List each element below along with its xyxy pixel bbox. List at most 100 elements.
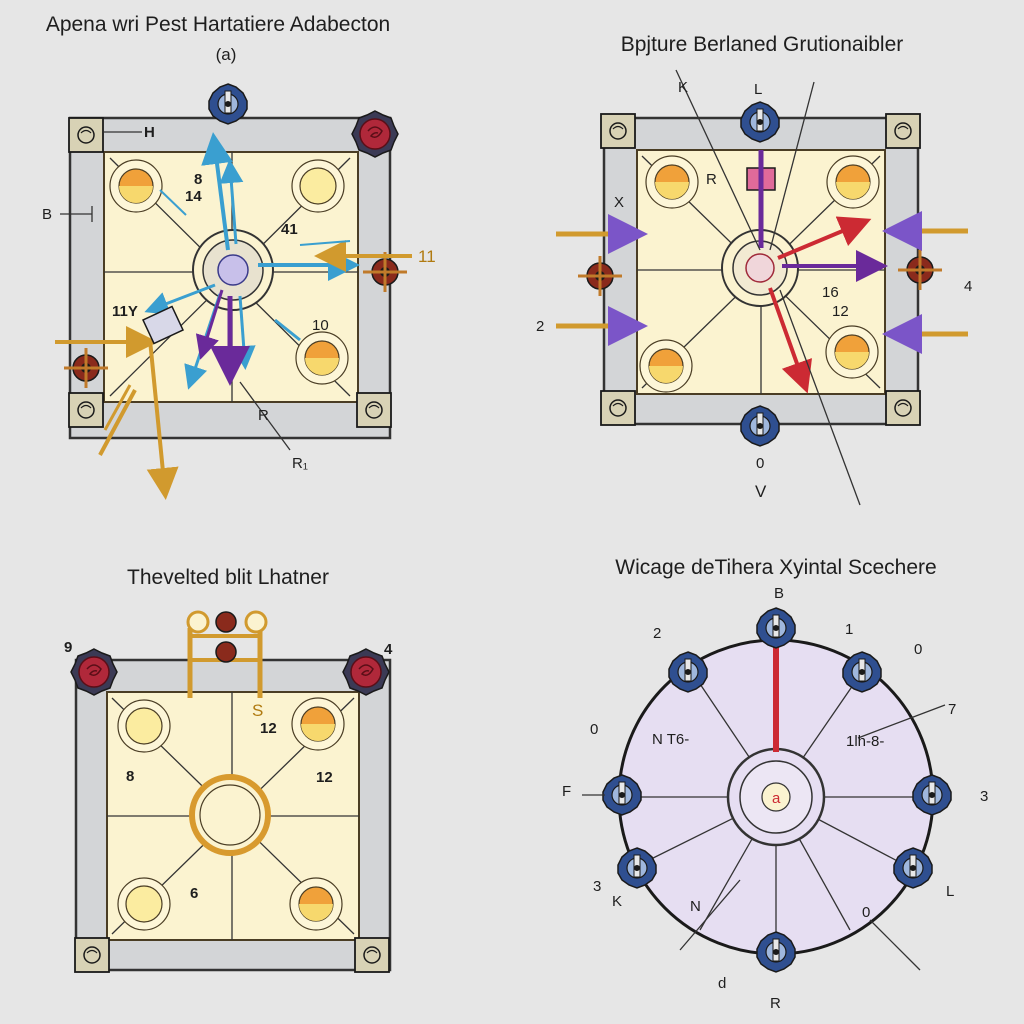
arrow (219, 159, 244, 245)
panel-b-label: 0 (756, 455, 764, 472)
panel-b-label: L (754, 81, 762, 98)
panel-c-label: 9 (64, 639, 72, 656)
arrow (768, 287, 812, 394)
gear-icon (756, 607, 796, 649)
panel-d-label: K (612, 893, 622, 910)
corner-bracket-icon (885, 113, 921, 149)
arrow (144, 283, 216, 315)
panel-b-label: X (614, 194, 624, 211)
panel-b-label: R (706, 171, 717, 188)
corner-bracket-icon (600, 113, 636, 149)
panel-a-label: 14 (185, 188, 202, 205)
panel-d-label: 7 (948, 701, 956, 718)
panel-c: Thevelted blit Lhatner 9 4 12 8 (64, 566, 393, 973)
panel-d-title: Wicage deTihera Xyintal Scechere (615, 556, 936, 579)
panel-c-label: 12 (316, 769, 333, 786)
panel-a-label: B (42, 206, 52, 223)
sensor-box-icon (142, 305, 184, 345)
pulley-icon (186, 610, 210, 634)
panel-a: Apena wri Pest Hartatiere Adabecton (a) (42, 13, 436, 500)
orb-icon (109, 159, 163, 213)
panel-d-label: 0 (862, 904, 870, 921)
pulley-icon (215, 641, 237, 663)
panel-d-label: 3 (593, 878, 601, 895)
rose-icon (70, 648, 118, 696)
arrow (159, 189, 187, 216)
rose-icon (342, 648, 390, 696)
panel-c-label: 8 (126, 768, 134, 785)
panel-d-label: R (770, 995, 781, 1012)
panel-d-label: 1lh-8- (846, 733, 884, 750)
orb-icon (295, 331, 349, 385)
corner-bracket-icon (885, 390, 921, 426)
panel-a-label: 8 (194, 171, 202, 188)
corner-bracket-icon (354, 937, 390, 973)
panel-c-title: Thevelted blit Lhatner (127, 566, 329, 589)
panel-b: Bpjture Berlaned Grutionaibler (536, 33, 972, 506)
rose-icon (351, 110, 399, 158)
panel-b-label: V (755, 482, 767, 501)
panel-d-label: F (562, 783, 571, 800)
panel-b-hub-core (745, 253, 775, 283)
orb-icon (825, 325, 879, 379)
corner-bracket-icon (68, 392, 104, 428)
panel-a-arrows (55, 132, 412, 500)
panel-c-label: 12 (260, 720, 277, 737)
panel-d-label: 1 (845, 621, 853, 638)
panel-a-subtitle: (a) (216, 45, 237, 64)
corner-bracket-icon (68, 117, 104, 153)
arrow (777, 216, 872, 260)
pulley-icon (244, 610, 268, 634)
arrow (103, 384, 132, 431)
panel-c-crank-frame (186, 610, 268, 698)
corner-bracket-icon (600, 390, 636, 426)
orb-icon (639, 339, 693, 393)
corner-bracket-icon (74, 937, 110, 973)
panel-c-label: 6 (190, 885, 198, 902)
orb-icon (826, 155, 880, 209)
panel-b-label: K (678, 79, 688, 96)
panel-b-label: 4 (964, 278, 972, 295)
arrow (299, 240, 351, 246)
gear-icon (740, 101, 780, 143)
panel-d-label: B (774, 585, 784, 602)
gear-icon (208, 83, 248, 125)
panel-b-arrows (556, 150, 968, 394)
panel-d-label: a (772, 790, 781, 807)
panel-d: Wicage deTihera Xyintal Scechere B 2 1 0 (562, 556, 988, 1012)
arrow (146, 339, 179, 500)
panel-a-title: Apena wri Pest Hartatiere Adabecton (46, 13, 390, 36)
panel-d-label: d (718, 975, 726, 992)
pulley-icon (215, 611, 237, 633)
panel-b-label: 16 (822, 284, 839, 301)
orb-icon (117, 699, 171, 753)
arrow (201, 132, 233, 251)
panel-c-label: S (252, 701, 263, 720)
panel-b-label: 2 (536, 318, 544, 335)
orb-icon (645, 155, 699, 209)
orb-icon (117, 877, 171, 931)
panel-a-hub-core (217, 254, 249, 286)
panel-d-hub-core (761, 782, 791, 812)
panel-d-label: L (946, 883, 954, 900)
panel-b-label: 12 (832, 303, 849, 320)
panel-d-label: 2 (653, 625, 661, 642)
panel-d-label: 0 (914, 641, 922, 658)
corner-bracket-icon (356, 392, 392, 428)
orb-icon (291, 697, 345, 751)
panel-a-label: 11 (418, 247, 436, 266)
arrow (274, 318, 301, 342)
panel-a-label: 41 (281, 221, 298, 238)
orb-icon (289, 877, 343, 931)
arrow (195, 289, 224, 360)
panel-a-label: 11Y (112, 303, 138, 320)
panel-a-label: R₁ (292, 455, 308, 472)
arrow (98, 389, 137, 456)
panel-d-label: 0 (590, 721, 598, 738)
panel-a-label: H (144, 124, 155, 141)
orb-icon (291, 159, 345, 213)
panel-a-label: 10 (312, 317, 329, 334)
panel-d-label: N (690, 898, 701, 915)
